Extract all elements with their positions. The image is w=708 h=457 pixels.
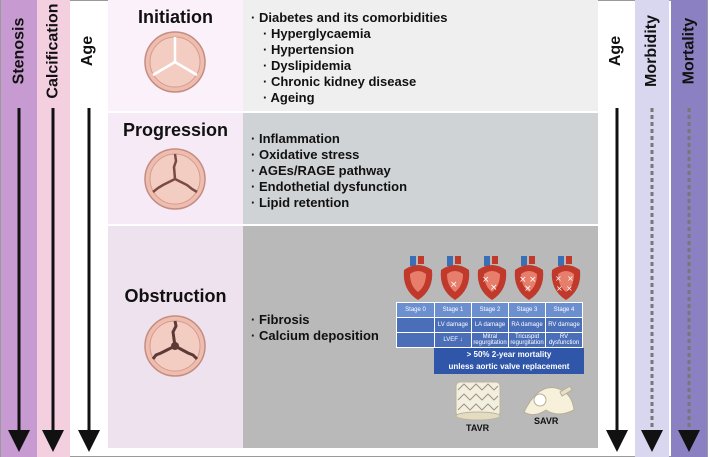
stage-header: Stage 3 [508, 302, 546, 318]
svg-text:×: × [555, 274, 562, 283]
stage-header: Stage 4 [545, 302, 583, 318]
stage-cell [396, 317, 435, 333]
savr-label: SAVR [534, 416, 559, 426]
initiation-sub-item: · Chronic kidney disease [263, 74, 417, 89]
svg-text:×: × [524, 284, 532, 294]
heart-icon [403, 256, 433, 300]
heart-illustrations: × × × × × × × × × × [403, 256, 581, 300]
age-right-arrow [606, 108, 628, 452]
progression-item: · AGEs/RAGE pathway [251, 163, 391, 178]
progression-item: · Inflammation [251, 131, 340, 146]
savr-valve-icon [523, 385, 575, 416]
stage-cell: Tricuspid regurgitation [508, 332, 546, 348]
tavr-valve-icon [455, 381, 501, 421]
stage-cell: RA damage [508, 317, 546, 333]
progression-item: · Oxidative stress [251, 147, 360, 162]
initiation-sub-item: · Dyslipidemia [263, 58, 352, 73]
initiation-list: · Diabetes and its comorbidities · Hyper… [243, 0, 598, 111]
stage-header: Stage 2 [471, 302, 509, 318]
morbidity-arrow [641, 108, 663, 452]
svg-text:×: × [567, 274, 574, 283]
svg-text:×: × [450, 280, 458, 290]
initiation-title: Initiation [138, 7, 213, 27]
stage-cell: Mitral regurgitation [471, 332, 509, 348]
svg-text:×: × [529, 275, 537, 285]
initiation-row: Initiation · Diabetes and its comorbidit… [108, 0, 598, 111]
stage-cell: RV dysfunction [545, 332, 583, 348]
initiation-sub-item: · Ageing [263, 90, 315, 105]
stage-cell: LVEF ↓ [434, 332, 472, 348]
svg-text:×: × [556, 284, 563, 293]
svg-text:×: × [490, 283, 498, 293]
calcification-arrow [42, 108, 64, 452]
heart-icon: × × [477, 256, 507, 300]
stage-header: Stage 1 [434, 302, 472, 318]
stage-header: Stage 0 [396, 302, 435, 318]
mortality-note-box: > 50% 2-year mortality unless aortic val… [434, 348, 584, 374]
progression-item: · Endothetial dysfunction [251, 179, 408, 194]
stage-cell: RV damage [545, 317, 583, 333]
obstruction-valve-icon [144, 315, 206, 377]
svg-text:×: × [566, 284, 573, 293]
heart-stage-table: Stage 0 Stage 1 Stage 2 Stage 3 Stage 4 … [396, 302, 583, 348]
progression-list: · Inflammation · Oxidative stress · AGEs… [243, 113, 598, 224]
tavr-label: TAVR [466, 423, 490, 433]
heart-icon: × × × [514, 256, 544, 300]
initiation-sub-item: · Hyperglycaemia [263, 26, 371, 41]
initiation-sub-item: · Hypertension [263, 42, 355, 57]
progression-title: Progression [122, 120, 229, 140]
stenosis-arrow [8, 108, 30, 452]
stage-cell [396, 332, 435, 348]
obstruction-item: · Fibrosis [251, 312, 310, 327]
obstruction-title: Obstruction [124, 286, 227, 306]
svg-text:×: × [519, 275, 527, 285]
mortality-arrow [678, 108, 700, 452]
initiation-valve-icon [144, 31, 206, 93]
progression-row: Progression · Inflammation · Oxidative s… [108, 113, 598, 224]
age-left-arrow [78, 108, 100, 452]
obstruction-item: · Calcium deposition [251, 328, 379, 343]
mortality-note-line2: unless aortic valve replacement [448, 362, 570, 371]
initiation-item: · Diabetes and its comorbidities [251, 10, 448, 25]
progression-valve-icon [144, 148, 206, 210]
stage-cell: LV damage [434, 317, 472, 333]
heart-icon: × [440, 256, 470, 300]
svg-text:×: × [482, 275, 490, 285]
progression-item: · Lipid retention [251, 195, 350, 210]
stage-cell: LA damage [471, 317, 509, 333]
heart-icon: × × × × [551, 256, 581, 300]
mortality-note-line1: > 50% 2-year mortality [466, 350, 552, 359]
